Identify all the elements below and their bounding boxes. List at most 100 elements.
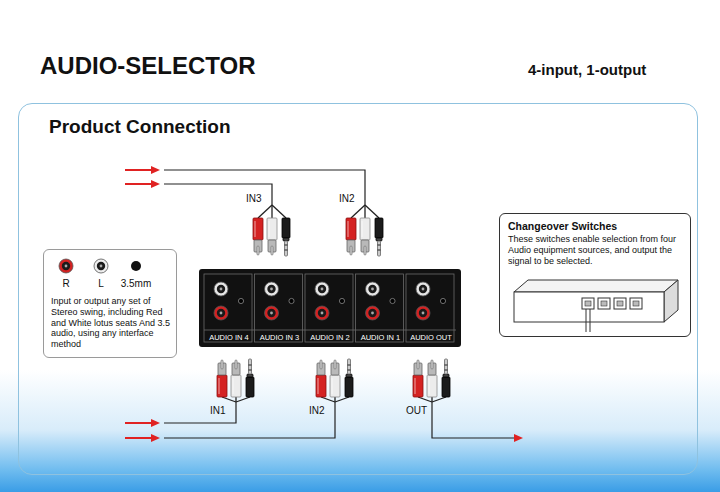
rca-plug: [346, 218, 356, 255]
port-section: [356, 274, 404, 342]
rca-jack: [59, 259, 73, 273]
plug-body: [330, 375, 340, 397]
subtitle: 4-input, 1-output: [528, 61, 646, 79]
plug-shine: [332, 378, 333, 394]
rca-plug: [413, 360, 423, 397]
plug-body: [282, 218, 290, 238]
port-section: [255, 274, 303, 342]
rca-plug: [330, 360, 340, 397]
switch-button: [582, 298, 594, 309]
panel-heading: Product Connection: [49, 116, 231, 139]
title: AUDIO-SELECTOR: [40, 52, 256, 81]
mini-jack-plug: [442, 359, 450, 397]
cable: [351, 205, 365, 218]
switch-box-illustration: [504, 272, 686, 334]
jack-hole: [368, 309, 376, 317]
jack-label: 3.5mm: [116, 278, 156, 290]
mini-jack-socket: [289, 298, 294, 303]
plug-shine: [429, 378, 430, 394]
cable: [335, 397, 349, 402]
jack-pin: [220, 312, 223, 315]
port-label: AUDIO OUT: [406, 333, 456, 342]
jack-pin: [100, 265, 103, 268]
plug-pin: [417, 360, 419, 369]
plug-ring: [348, 365, 351, 366]
plug-collar: [443, 374, 449, 377]
jack-hole: [97, 262, 105, 270]
rca-jack: [366, 306, 380, 320]
signal-wire: [432, 402, 514, 438]
plug-body: [360, 218, 370, 240]
plug-pin: [320, 360, 322, 369]
jack-hole: [419, 309, 427, 317]
rca-jack: [214, 282, 228, 296]
plug-ring: [285, 250, 288, 251]
plug-tip: [285, 241, 288, 256]
jack-pin: [321, 288, 324, 291]
signal-arrow: [125, 422, 151, 424]
rca-jack: [366, 282, 380, 296]
rca-jack: [265, 282, 279, 296]
cable: [321, 397, 335, 402]
port-tag: IN2: [309, 405, 325, 417]
plug-collar: [346, 374, 352, 377]
label-strip-line: [204, 330, 456, 331]
cable: [364, 205, 365, 218]
rca-jack: [315, 306, 329, 320]
rca-plug: [316, 360, 326, 397]
info-box: Changeover SwitchesThese switches enable…: [499, 213, 691, 337]
box-body: These switches enable selection from fou…: [508, 234, 684, 266]
cable: [432, 397, 446, 402]
box-side: [664, 280, 678, 322]
cable: [222, 397, 236, 402]
plug-pin: [364, 246, 366, 255]
box-top: [514, 280, 678, 292]
plug-collar: [247, 374, 253, 377]
info-box: RL3.5mmInput or output any set of Stereo…: [43, 249, 177, 358]
switch-button: [598, 298, 610, 309]
plug-ring: [445, 365, 448, 366]
plug-ring: [445, 370, 448, 371]
arrow-head: [151, 166, 160, 174]
plug-ring: [378, 245, 381, 246]
box-heading: Changeover Switches: [508, 220, 684, 233]
arrow-head: [514, 434, 523, 442]
jack-pin: [371, 288, 374, 291]
jack-hole: [217, 309, 225, 317]
plug-shine: [348, 221, 349, 237]
port-label: AUDIO IN 3: [255, 333, 305, 342]
plug-body: [442, 377, 450, 397]
jack-hole: [267, 309, 275, 317]
port-section: [406, 274, 454, 342]
plug-tip: [348, 359, 351, 374]
port-tag: IN2: [339, 193, 355, 205]
plug-body: [217, 375, 227, 397]
port-label: AUDIO IN 2: [305, 333, 355, 342]
plug-shine: [318, 378, 319, 394]
plug-pin: [334, 360, 336, 369]
rca-plug: [253, 218, 263, 255]
jack-hole: [368, 285, 376, 293]
mini-jack-socket: [440, 298, 445, 303]
plug-body: [316, 375, 326, 397]
rca-jack: [416, 282, 430, 296]
jack-hole: [217, 285, 225, 293]
plug-ring: [249, 370, 252, 371]
signal-wire: [164, 170, 365, 205]
plug-ring: [348, 370, 351, 371]
port-tag: IN1: [210, 405, 226, 417]
plug-body: [246, 377, 254, 397]
jack-hole: [318, 285, 326, 293]
jack-label: R: [54, 278, 78, 290]
note-text: Input or output any set of Stereo swing,…: [51, 296, 173, 350]
arrow-head: [151, 419, 160, 427]
rca-jack: [94, 259, 108, 273]
plug-body: [427, 375, 437, 397]
mini-jack-icon: [131, 261, 141, 271]
jack-hole: [318, 309, 326, 317]
plug-shine: [233, 378, 234, 394]
rca-plug: [217, 360, 227, 397]
selector-device: AUDIO IN 4AUDIO IN 3AUDIO IN 2AUDIO IN 1…: [199, 269, 461, 347]
mini-jack-plug: [246, 359, 254, 397]
